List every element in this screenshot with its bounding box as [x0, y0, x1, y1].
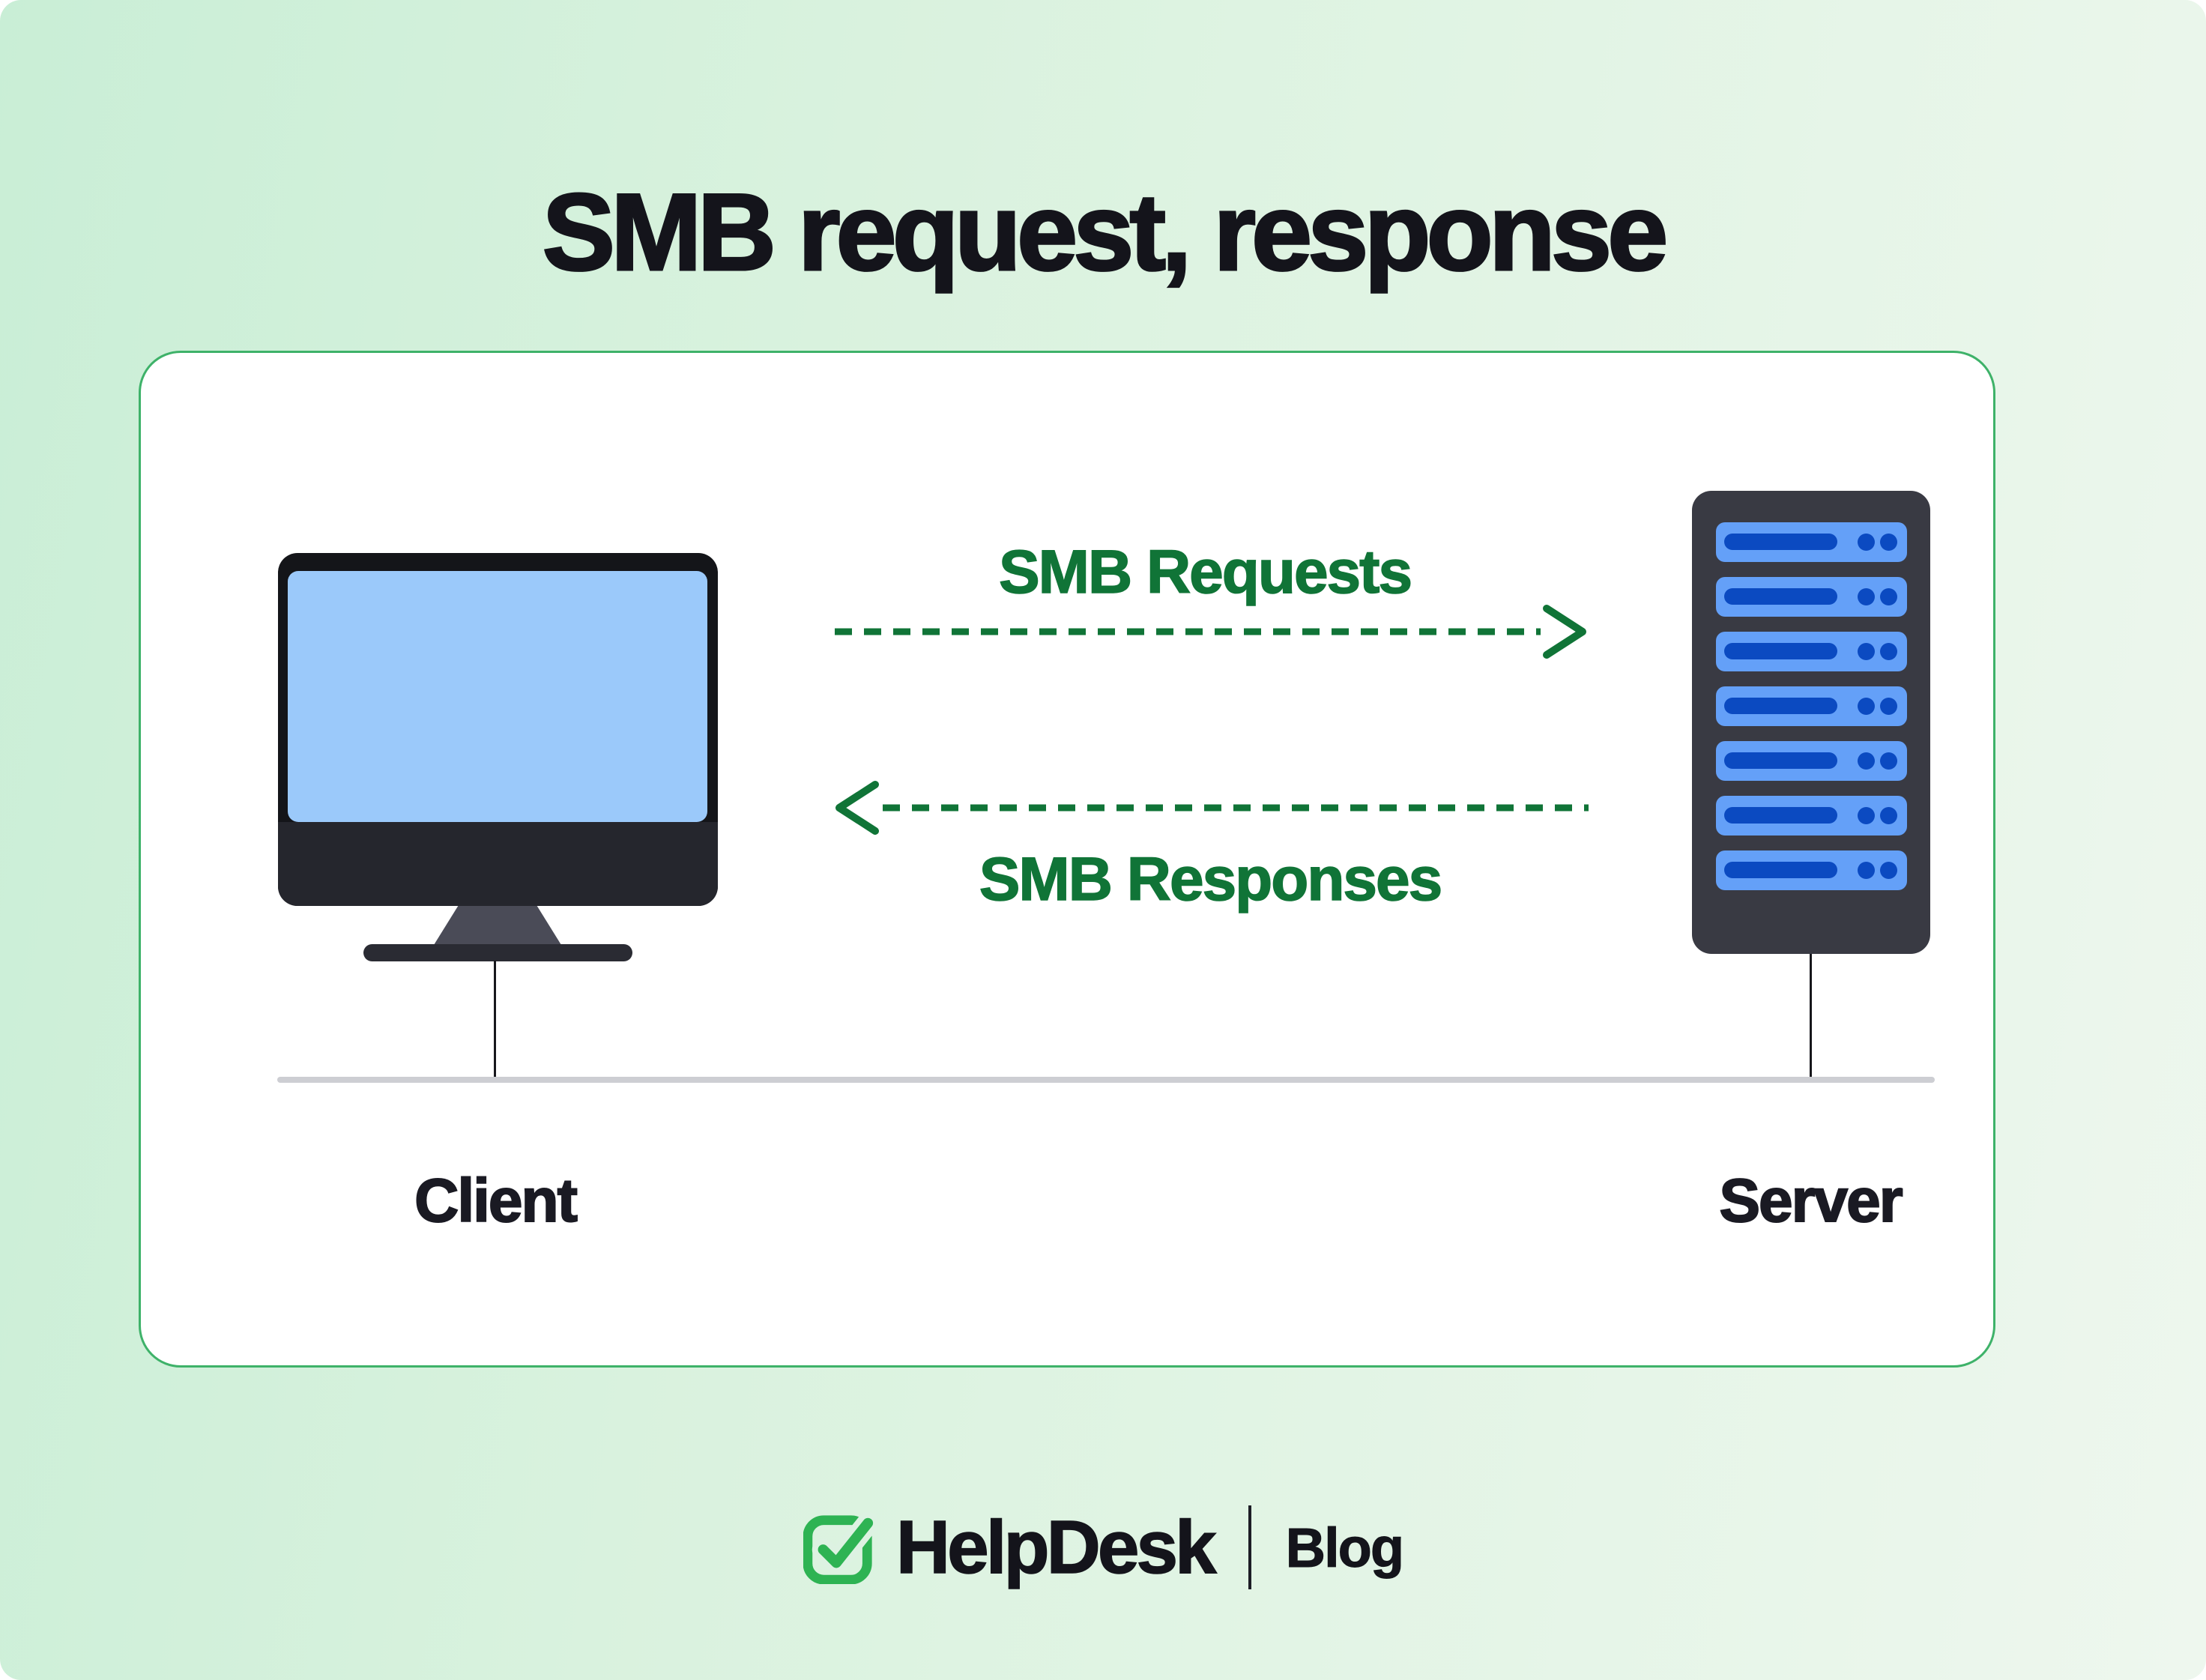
drive-bay-bar	[1723, 752, 1837, 769]
drive-led-icon	[1879, 643, 1897, 660]
footer-section-label: Blog	[1285, 1516, 1404, 1579]
footer-divider	[1248, 1505, 1251, 1589]
response-arrow-label: SMB Responses	[979, 844, 1443, 914]
drive-led-icon	[1857, 534, 1875, 551]
drive-led-icon	[1879, 752, 1897, 770]
drive-bay-bar	[1723, 807, 1837, 824]
client-label: Client	[414, 1166, 578, 1236]
drive-bay-bar	[1723, 862, 1837, 878]
drive-led-icon	[1879, 588, 1897, 605]
monitor-stand-neck	[434, 906, 561, 945]
drive-led-icon	[1857, 807, 1875, 824]
server-drop-line	[1810, 954, 1812, 1077]
server-drive-bay	[1715, 522, 1907, 562]
server-drive-bay	[1715, 686, 1907, 726]
monitor-screen	[288, 571, 707, 822]
server-drive-bay	[1715, 632, 1907, 671]
drive-bay-bar	[1723, 643, 1837, 659]
drive-led-icon	[1879, 698, 1897, 715]
drive-led-icon	[1857, 698, 1875, 715]
server-rack-icon	[1692, 491, 1930, 954]
drive-led-icon	[1879, 862, 1897, 879]
drive-led-icon	[1857, 643, 1875, 660]
server-label: Server	[1718, 1166, 1903, 1236]
footer-brand-row: HelpDesk Blog	[0, 1503, 2206, 1592]
monitor-stand-base	[363, 944, 632, 961]
server-drive-bay	[1715, 577, 1907, 617]
dashed-arrow-left-icon	[835, 781, 1589, 835]
dashed-arrow-right-icon	[835, 605, 1586, 659]
request-arrow-label: SMB Requests	[998, 537, 1413, 607]
drive-bay-bar	[1723, 698, 1837, 714]
drive-led-icon	[1879, 534, 1897, 551]
drive-led-icon	[1857, 588, 1875, 605]
checkmark-square-icon	[803, 1511, 877, 1584]
page-title: SMB request, response	[541, 169, 1669, 294]
drive-bay-bar	[1723, 588, 1837, 605]
network-bus-line	[277, 1077, 1935, 1083]
diagram-card: SMB Requests SMB Responses Client Server	[139, 351, 1995, 1368]
brand-name: HelpDesk	[895, 1505, 1217, 1590]
drive-led-icon	[1857, 862, 1875, 879]
drive-led-icon	[1857, 752, 1875, 770]
server-drive-bay	[1715, 741, 1907, 781]
server-drive-bay	[1715, 796, 1907, 836]
drive-bay-bar	[1723, 534, 1837, 550]
server-drive-bay	[1715, 850, 1907, 890]
client-drop-line	[494, 961, 496, 1077]
monitor-chin	[278, 822, 718, 906]
drive-led-icon	[1879, 807, 1897, 824]
